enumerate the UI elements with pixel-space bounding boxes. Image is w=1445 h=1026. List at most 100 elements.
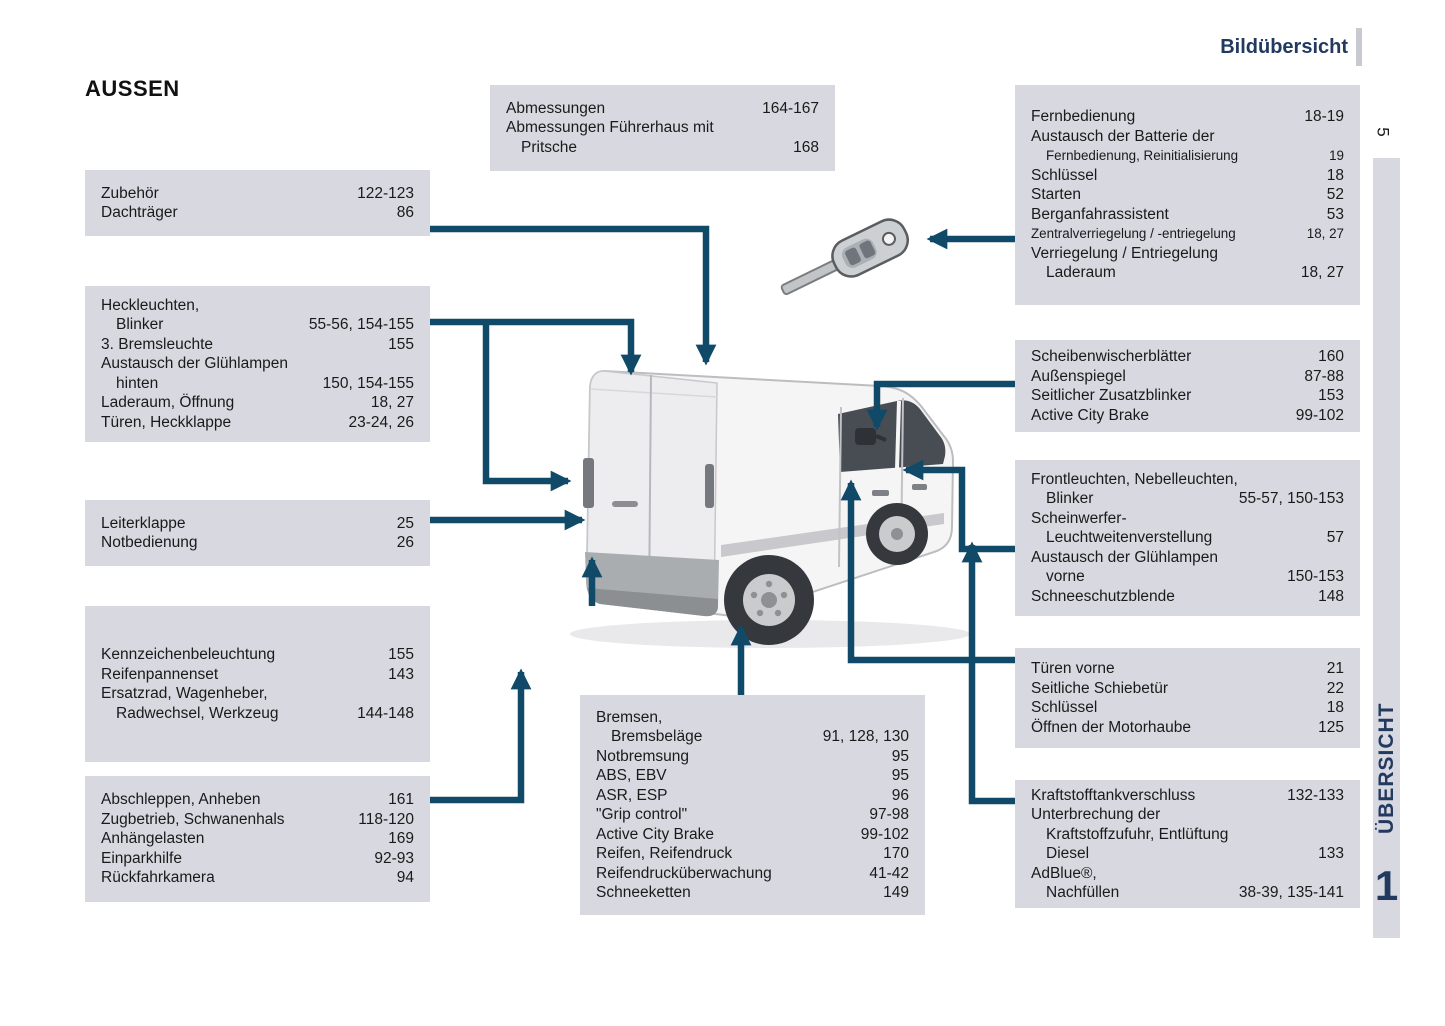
index-entry-pages: 155 [388,646,414,663]
side-mirror [855,428,876,445]
sidebar-chapter-label: ÜBERSICHT [1375,702,1398,835]
index-row: Ersatzrad, Wagenheber, [101,684,414,704]
index-entry-label: Leuchtweitenverstellung [1046,529,1213,547]
index-row: Abmessungen Führerhaus mit [506,118,819,138]
sidebar-strip [1373,158,1400,938]
index-entry-label: Verriegelung / Entriegelung [1031,244,1218,262]
index-entry-pages: 18 [1326,699,1344,716]
header-divider [1356,28,1362,66]
index-entry-pages: 55-56, 154-155 [308,316,414,334]
index-row: Verriegelung / Entriegelung [1031,244,1344,264]
callout-arrow [430,225,717,366]
index-entry-pages: 57 [1326,529,1344,547]
callout-arrow [482,322,572,492]
index-entry-label: Schneeschutzblende [1031,587,1175,605]
index-row: Abmessungen 164-167 [506,99,819,119]
index-entry-label: Außenspiegel [1031,367,1126,385]
index-entry-pages: 95 [891,747,909,765]
callout-arrow [430,668,532,804]
index-entry-pages: 170 [883,845,909,862]
index-entry-pages: 41-42 [869,864,909,882]
index-entry-label: ABS, EBV [596,767,667,784]
index-row: Außenspiegel 87-88 [1031,367,1344,387]
callout-arrow [840,479,1015,664]
index-entry-pages: 87-88 [1304,367,1344,385]
rear-wheel [724,555,814,645]
index-entry-label: Einparkhilfe [101,849,182,867]
index-entry-label: "Grip control" [596,806,688,823]
rear-door-handle [612,501,638,507]
index-row: Laderaum, Öffnung 18, 27 [101,393,414,413]
index-entry-pages: 168 [793,138,819,156]
index-entry-label: Austausch der Glühlampen [101,355,288,373]
index-entry-pages: 26 [396,534,414,551]
remote-key-illustration [780,218,909,296]
index-entry-label: Unterbrechung der [1031,806,1161,823]
index-entry-label: Austausch der Batterie der [1031,127,1215,145]
index-entry-pages: 23-24, 26 [348,413,415,431]
index-entry-label: Laderaum, Öffnung [101,394,235,412]
index-entry-pages: 38-39, 135-141 [1238,884,1344,901]
index-row: Notbedienung 26 [101,533,414,553]
index-entry-label: Active City Brake [596,825,715,843]
index-row: Leuchtweitenverstellung 57 [1031,528,1344,548]
index-entry-label: Fernbedienung [1031,108,1136,126]
index-entry-pages: 92-93 [374,849,414,867]
index-entry-pages: 52 [1326,186,1344,204]
index-entry-label: Reifenpannenset [101,665,219,683]
index-entry-pages: 18 [1326,166,1344,184]
index-entry-label: Starten [1031,186,1081,204]
index-entry-pages: 164-167 [762,99,819,117]
index-row: Austausch der Glühlampen [101,354,414,374]
index-row: Leiterklappe 25 [101,514,414,534]
index-entry-label: Abschleppen, Anheben [101,791,261,809]
index-entry-label: AdBlue®, [1031,864,1097,882]
index-row: Austausch der Batterie der [1031,127,1344,147]
index-entry-pages: 55-57, 150-153 [1238,490,1344,508]
index-entry-pages: 125 [1318,718,1344,736]
index-entry-pages: 86 [396,204,414,221]
index-entry-pages: 94 [396,869,414,887]
index-entry-pages: 18, 27 [370,394,414,412]
index-entry-label: Abmessungen Führerhaus mit [506,119,714,137]
index-entry-label: Zentralverriegelung / -entriegelung [1031,226,1236,242]
index-entry-label: Diesel [1046,845,1090,862]
index-entry-label: Nachfüllen [1046,884,1120,901]
index-entry-label: Austausch der Glühlampen [1031,548,1218,566]
index-entry-label: Leiterklappe [101,514,186,532]
index-entry-pages: 25 [396,514,414,532]
index-entry-label: Radwechsel, Werkzeug [116,704,279,722]
index-row: Nachfüllen 38-39, 135-141 [1031,883,1344,903]
index-entry-label: Kraftstofftankverschluss [1031,786,1196,804]
index-entry-pages: 144-148 [357,704,414,722]
index-entry-pages: 18-19 [1304,108,1344,126]
index-entry-label: Frontleuchten, Nebelleuchten, [1031,470,1238,488]
callout-arrow [961,541,1015,805]
index-entry-pages: 169 [388,830,414,848]
index-entry-label: Abmessungen [506,99,606,117]
taillight-right [705,464,714,508]
front-wheel [866,503,928,565]
index-row: ABS, EBV 95 [596,766,909,786]
index-entry-pages: 95 [891,767,909,784]
index-row: Fernbedienung 18-19 [1031,107,1344,127]
index-entry-label: Notbedienung [101,534,198,551]
section-title: AUSSEN [85,76,180,101]
